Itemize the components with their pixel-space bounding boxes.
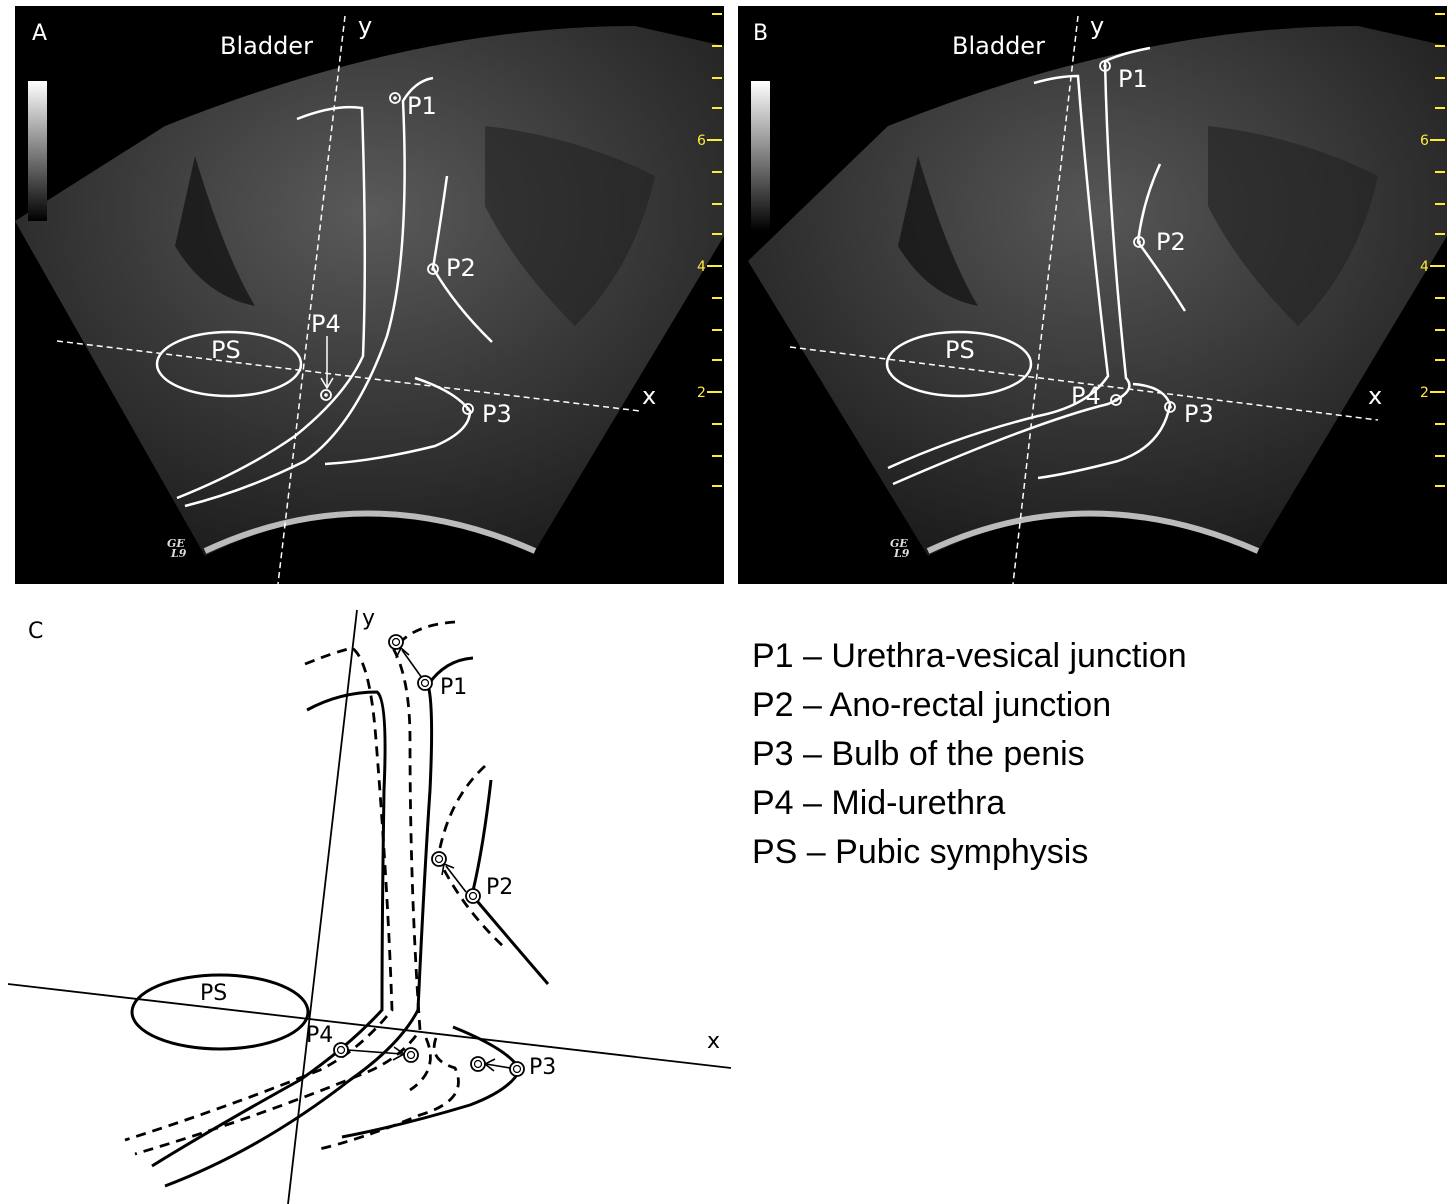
scale-label: 2 <box>1420 385 1429 401</box>
p1-label: P1 <box>440 675 467 700</box>
ultrasound-panel-a: 6 4 2 A Bladder y x P1 P2 <box>15 6 724 584</box>
bladder-label: Bladder <box>220 32 313 60</box>
panel-letter: C <box>28 619 43 644</box>
x-axis-label: x <box>642 382 656 410</box>
p4-label: P4 <box>1071 382 1101 410</box>
panel-letter: B <box>753 21 768 46</box>
urethra-outline-dashed <box>135 622 455 1154</box>
penis-bulb-outline-solid <box>342 1027 520 1137</box>
p1-marker-b <box>389 635 403 649</box>
p2-label: P2 <box>486 875 513 900</box>
legend-item: P1 – Urethra-vesical junction <box>752 632 1312 681</box>
scale-label: 4 <box>1420 259 1429 275</box>
legend: P1 – Urethra-vesical junction P2 – Ano-r… <box>752 632 1312 877</box>
grayscale-bar <box>28 81 47 221</box>
p2-label: P2 <box>1156 228 1186 256</box>
ps-label: PS <box>211 336 241 364</box>
p1-marker-a <box>418 676 432 690</box>
urethra-outline-dashed <box>125 648 392 1140</box>
x-axis-label: x <box>1368 382 1382 410</box>
grayscale-bar <box>751 81 770 231</box>
legend-item: P4 – Mid-urethra <box>752 779 1312 828</box>
p2-marker-a <box>466 889 480 903</box>
p4-label: P4 <box>306 1023 333 1048</box>
ps-label: PS <box>200 981 227 1006</box>
scale-label: 6 <box>1420 133 1429 149</box>
p1-label: P1 <box>407 92 437 120</box>
legend-item: P3 – Bulb of the penis <box>752 730 1312 779</box>
scale-label: 6 <box>697 133 706 149</box>
p4-label: P4 <box>311 310 341 338</box>
p4-marker-a <box>334 1043 348 1057</box>
x-axis-label: x <box>707 1029 720 1054</box>
panel-letter: A <box>32 21 47 46</box>
y-axis-label: y <box>358 12 372 40</box>
ps-label: PS <box>945 336 975 364</box>
bladder-label: Bladder <box>952 32 1045 60</box>
p3-marker-b <box>471 1057 485 1071</box>
schematic-diagram-c: C y x P1 P2 P3 P4 PS <box>0 590 740 1204</box>
p1-label: P1 <box>1118 65 1148 93</box>
ultrasound-fan <box>15 26 724 556</box>
p2-marker-b <box>432 852 446 866</box>
p4-marker-b <box>404 1048 418 1062</box>
x-axis <box>8 984 731 1068</box>
urethra-outline-dashed <box>410 1038 430 1090</box>
p1-shift-arrow <box>402 650 422 678</box>
y-axis-label: y <box>1090 12 1104 40</box>
urethra-outline-solid <box>152 692 385 1166</box>
p2-label: P2 <box>446 254 476 282</box>
p3-label: P3 <box>482 400 512 428</box>
probe-label: L9 <box>893 547 910 560</box>
urethra-outline-solid <box>165 658 473 1186</box>
legend-item: P2 – Ano-rectal junction <box>752 681 1312 730</box>
scale-label: 2 <box>697 385 706 401</box>
probe-label: L9 <box>170 547 187 560</box>
legend-item: PS – Pubic symphysis <box>752 828 1312 877</box>
y-axis <box>288 610 357 1204</box>
p3-label: P3 <box>1184 400 1214 428</box>
y-axis-label: y <box>362 606 375 631</box>
p4-shift-arrow <box>348 1050 402 1054</box>
ultrasound-panel-b: 6 4 2 B Bladder y x P1 P2 P3 P4 PS <box>738 6 1447 584</box>
scale-label: 4 <box>697 259 706 275</box>
p3-marker-a <box>510 1062 524 1076</box>
p3-label: P3 <box>529 1055 556 1080</box>
